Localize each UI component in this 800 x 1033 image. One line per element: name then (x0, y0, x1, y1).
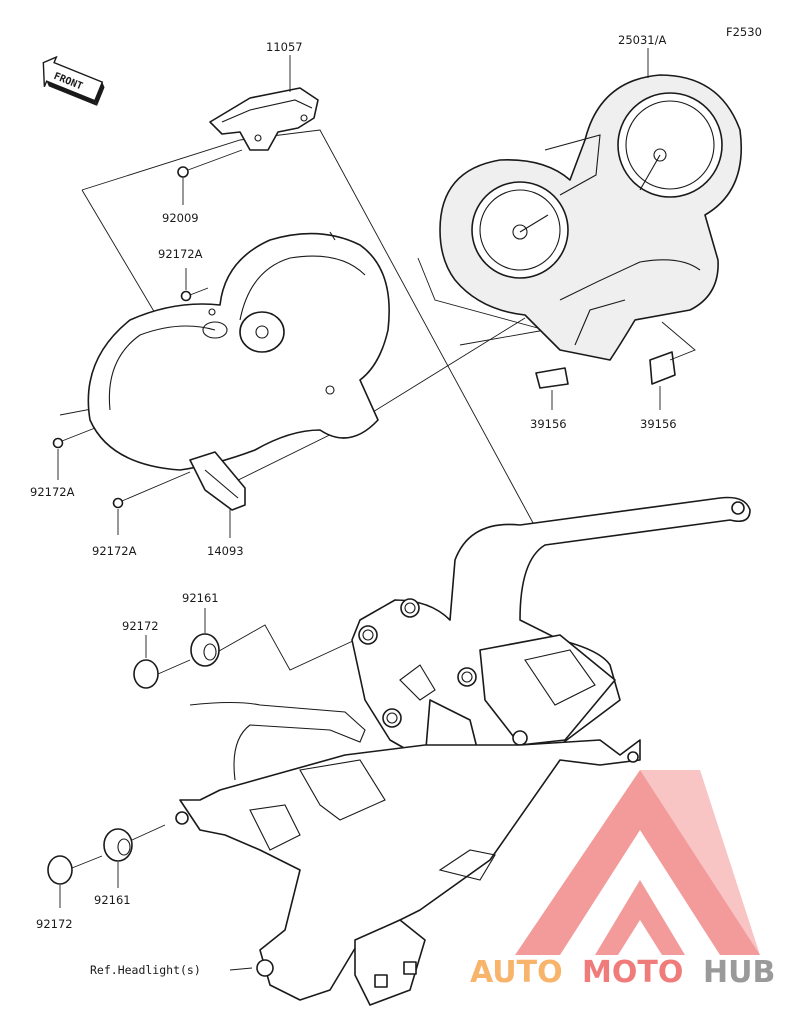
meter-stay (351, 496, 751, 772)
watermark-logo (515, 770, 760, 955)
watermark-auto: AUTO (470, 955, 563, 990)
meter-assembly-25031a (439, 48, 743, 361)
label-92009: 92009 (162, 211, 199, 225)
label-14093: 14093 (207, 544, 244, 558)
cover-14093 (189, 451, 246, 538)
label-92172-bottom: 92172 (36, 917, 73, 931)
label-25031a: 25031/A (618, 33, 666, 47)
bracket-11057 (209, 55, 319, 151)
watermark-hub: HUB (703, 955, 775, 990)
ref-headlight-label: Ref.Headlight(s) (90, 963, 201, 977)
watermark-text: AUTO MOTO HUB (470, 955, 775, 990)
grommet-92161-top (190, 608, 220, 667)
pad-39156-left (535, 367, 569, 410)
meter-cover-housing (87, 231, 390, 471)
headlight-stay (175, 701, 641, 1006)
screw-92172-bottom (47, 855, 103, 908)
screw-92172-top (133, 635, 191, 689)
label-92172a-lower: 92172A (92, 544, 137, 558)
pad-39156-right (649, 321, 696, 410)
label-92172-top: 92172 (122, 619, 159, 633)
bolt-92172a-lower (112, 471, 191, 535)
front-arrow-icon: FRONT (42, 55, 105, 106)
grommet-92161-bottom (103, 824, 166, 888)
label-39156-right: 39156 (640, 417, 677, 431)
label-92172a-top: 92172A (158, 247, 203, 261)
bolt-92172a-left (52, 427, 96, 480)
label-92161-top: 92161 (182, 591, 219, 605)
watermark-moto: MOTO (582, 955, 683, 990)
bolt-92172a-top (180, 268, 209, 302)
label-92161-bottom: 92161 (94, 893, 131, 907)
label-39156-left: 39156 (530, 417, 567, 431)
figure-code: F2530 (726, 25, 762, 39)
label-92172a-left: 92172A (30, 485, 75, 499)
bolt-92009 (177, 149, 243, 205)
label-11057: 11057 (266, 40, 303, 54)
